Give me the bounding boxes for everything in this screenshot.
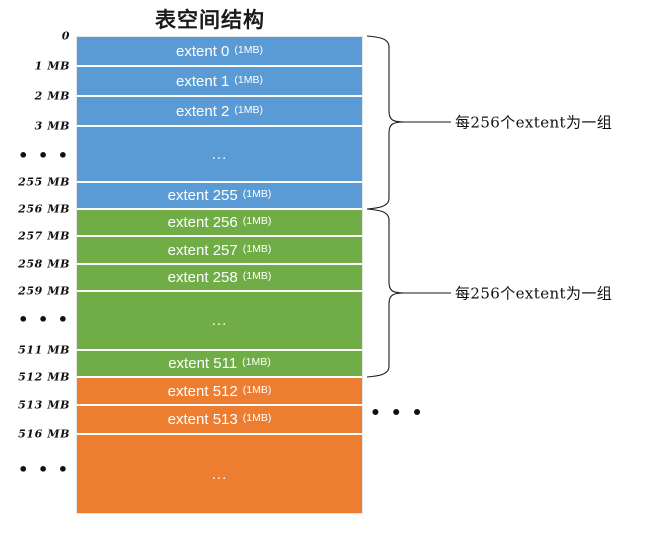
extent-size: (1MB) [242,383,272,396]
extent-name: extent 512 [167,382,238,400]
extent-gap-row: ... [77,292,362,351]
axis-offset-label: 3 MB [34,119,70,133]
axis-offset-label: 259 MB [18,284,70,298]
extent-ellipsis: ... [211,145,228,163]
axis-ellipsis: • • • [18,460,70,479]
extent-gap-row: ... [77,127,362,183]
extent-size: (1MB) [242,215,272,228]
extent-size: (1MB) [242,270,272,283]
group-brace [366,35,451,210]
extent-name: extent 511 [168,355,238,372]
axis-offset-label: 511 MB [18,343,70,357]
extent-name: extent 1 [176,72,230,90]
extent-name: extent 513 [167,411,238,428]
axis-offset-label: 512 MB [18,370,70,384]
extent-size: (1MB) [242,412,272,425]
brace-path [366,35,405,210]
axis-offset-label: 256 MB [18,202,70,216]
extent-ellipsis: ... [211,312,228,329]
group-brace [366,208,451,378]
axis-offset-label: 1 MB [34,59,70,73]
continuation-ellipsis: • • • [370,403,425,424]
axis-ellipsis: • • • [18,310,70,329]
extent-row: extent 2 (1MB) [77,97,362,127]
axis-offset-label: 257 MB [18,229,70,243]
axis-offset-label: 0 [61,29,70,43]
extent-size: (1MB) [234,103,263,116]
extent-size: (1MB) [242,242,272,255]
extent-row: extent 512 (1MB) [77,378,362,406]
extent-name: extent 255 [167,187,238,204]
extent-row: extent 257 (1MB) [77,237,362,265]
extent-name: extent 0 [176,42,230,60]
extent-row: extent 255 (1MB) [77,183,362,210]
extent-name: extent 258 [167,269,238,286]
extent-size: (1MB) [242,188,272,201]
axis-offset-label: 258 MB [18,257,70,271]
axis-offset-label: 2 MB [34,89,70,103]
extent-name: extent 257 [167,241,238,259]
extent-name: extent 256 [167,214,238,231]
extent-row: extent 256 (1MB) [77,210,362,237]
page-title: 表空间结构 [155,8,265,32]
extent-row: extent 258 (1MB) [77,265,362,292]
extent-row: extent 1 (1MB) [77,67,362,97]
brace-path [366,208,405,378]
extent-row: extent 511 (1MB) [77,351,362,378]
brace-label: 每256个extent为一组 [455,284,613,303]
extent-gap-row: ... [77,435,362,513]
axis-offset-label: 255 MB [18,175,70,189]
axis-offset-label: 516 MB [18,427,70,441]
extent-size: (1MB) [234,73,263,86]
extent-row: extent 0 (1MB) [77,37,362,67]
extent-size: (1MB) [234,43,263,56]
offset-axis: 0 1 MB 2 MB 3 MB • • • 255 MB 256 MB 257 MB 258 … [0,0,70,547]
extent-row: extent 513 (1MB) [77,406,362,435]
axis-ellipsis: • • • [18,146,70,165]
brace-label: 每256个extent为一组 [455,113,613,132]
extent-ellipsis: ... [211,465,228,483]
extent-column: extent 0 (1MB) extent 1 (1MB) extent 2 (1MB).… [76,36,363,514]
extent-name: extent 2 [176,102,230,120]
axis-offset-label: 513 MB [18,398,70,412]
extent-size: (1MB) [242,356,271,369]
